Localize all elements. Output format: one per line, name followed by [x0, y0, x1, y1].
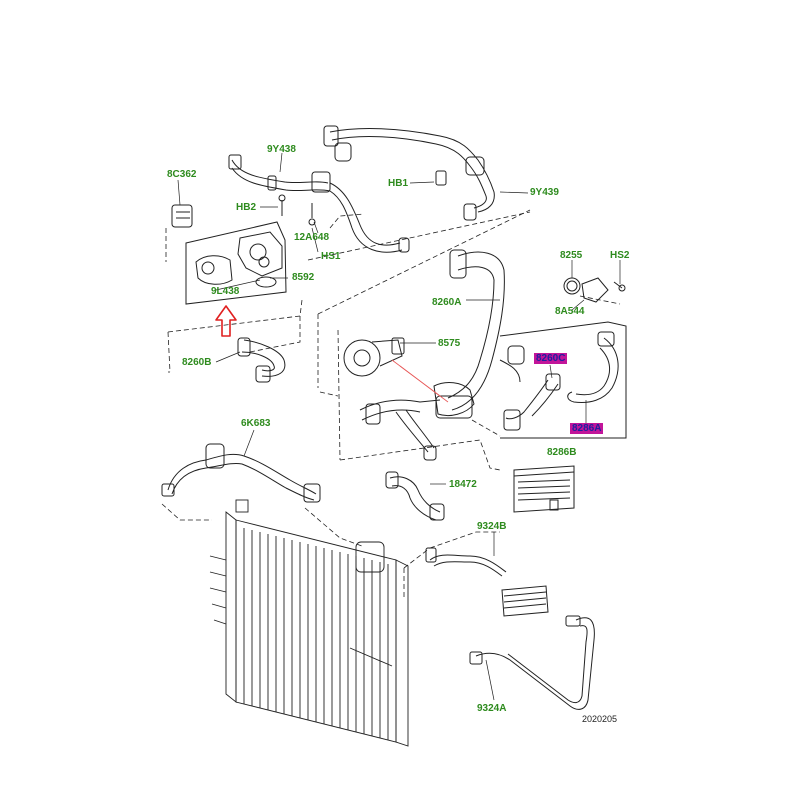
- callout-18472: 18472: [449, 479, 477, 490]
- callout-6k683: 6K683: [241, 418, 271, 429]
- hose-9y439: [323, 125, 495, 221]
- callout-hb2: HB2: [236, 202, 257, 213]
- callout-8592: 8592: [292, 272, 315, 283]
- callout-9l438: 9L438: [211, 286, 240, 297]
- callout-8c362: 8C362: [167, 169, 197, 180]
- callout-8575: 8575: [438, 338, 461, 349]
- callout-8260b: 8260B: [182, 357, 212, 368]
- cooler-pipes-9324: [425, 547, 595, 710]
- callout-9324a: 9324A: [477, 703, 507, 714]
- oil-cooler-hose-8286: [499, 321, 627, 439]
- callout-8260c-highlighted: 8260C: [534, 353, 568, 364]
- hose-8a544: [563, 277, 626, 303]
- dashed-boundaries: [161, 209, 621, 598]
- callout-hs1: HS1: [321, 251, 341, 262]
- callout-8255: 8255: [560, 250, 583, 261]
- callout-8260a: 8260A: [432, 297, 462, 308]
- callout-8a544: 8A544: [555, 306, 585, 317]
- callout-9y439: 9Y439: [530, 187, 559, 198]
- radiator: [209, 499, 409, 747]
- hose-9y438: [228, 154, 410, 253]
- hose-6k683: [161, 443, 321, 503]
- hose-8260b: [237, 337, 286, 383]
- callout-8286b: 8286B: [547, 447, 577, 458]
- hose-18472: [385, 471, 445, 521]
- thermostat-housing-8592: [171, 194, 316, 305]
- red-outline-up-arrow-icon: [215, 305, 237, 337]
- callout-8286a-highlighted: 8286A: [570, 423, 604, 434]
- water-pump-8575: [343, 337, 475, 461]
- reference-number: 2020205: [582, 714, 618, 724]
- callout-hb1: HB1: [388, 178, 409, 189]
- callout-hs2: HS2: [610, 250, 630, 261]
- hose-8260a: [447, 249, 525, 411]
- label-leader-lines: [177, 152, 621, 701]
- callout-12a648: 12A648: [294, 232, 330, 243]
- oil-cooler: [513, 465, 575, 513]
- callout-9y438: 9Y438: [267, 144, 296, 155]
- pink-leader-lines: [391, 359, 449, 403]
- callout-9324b: 9324B: [477, 521, 507, 532]
